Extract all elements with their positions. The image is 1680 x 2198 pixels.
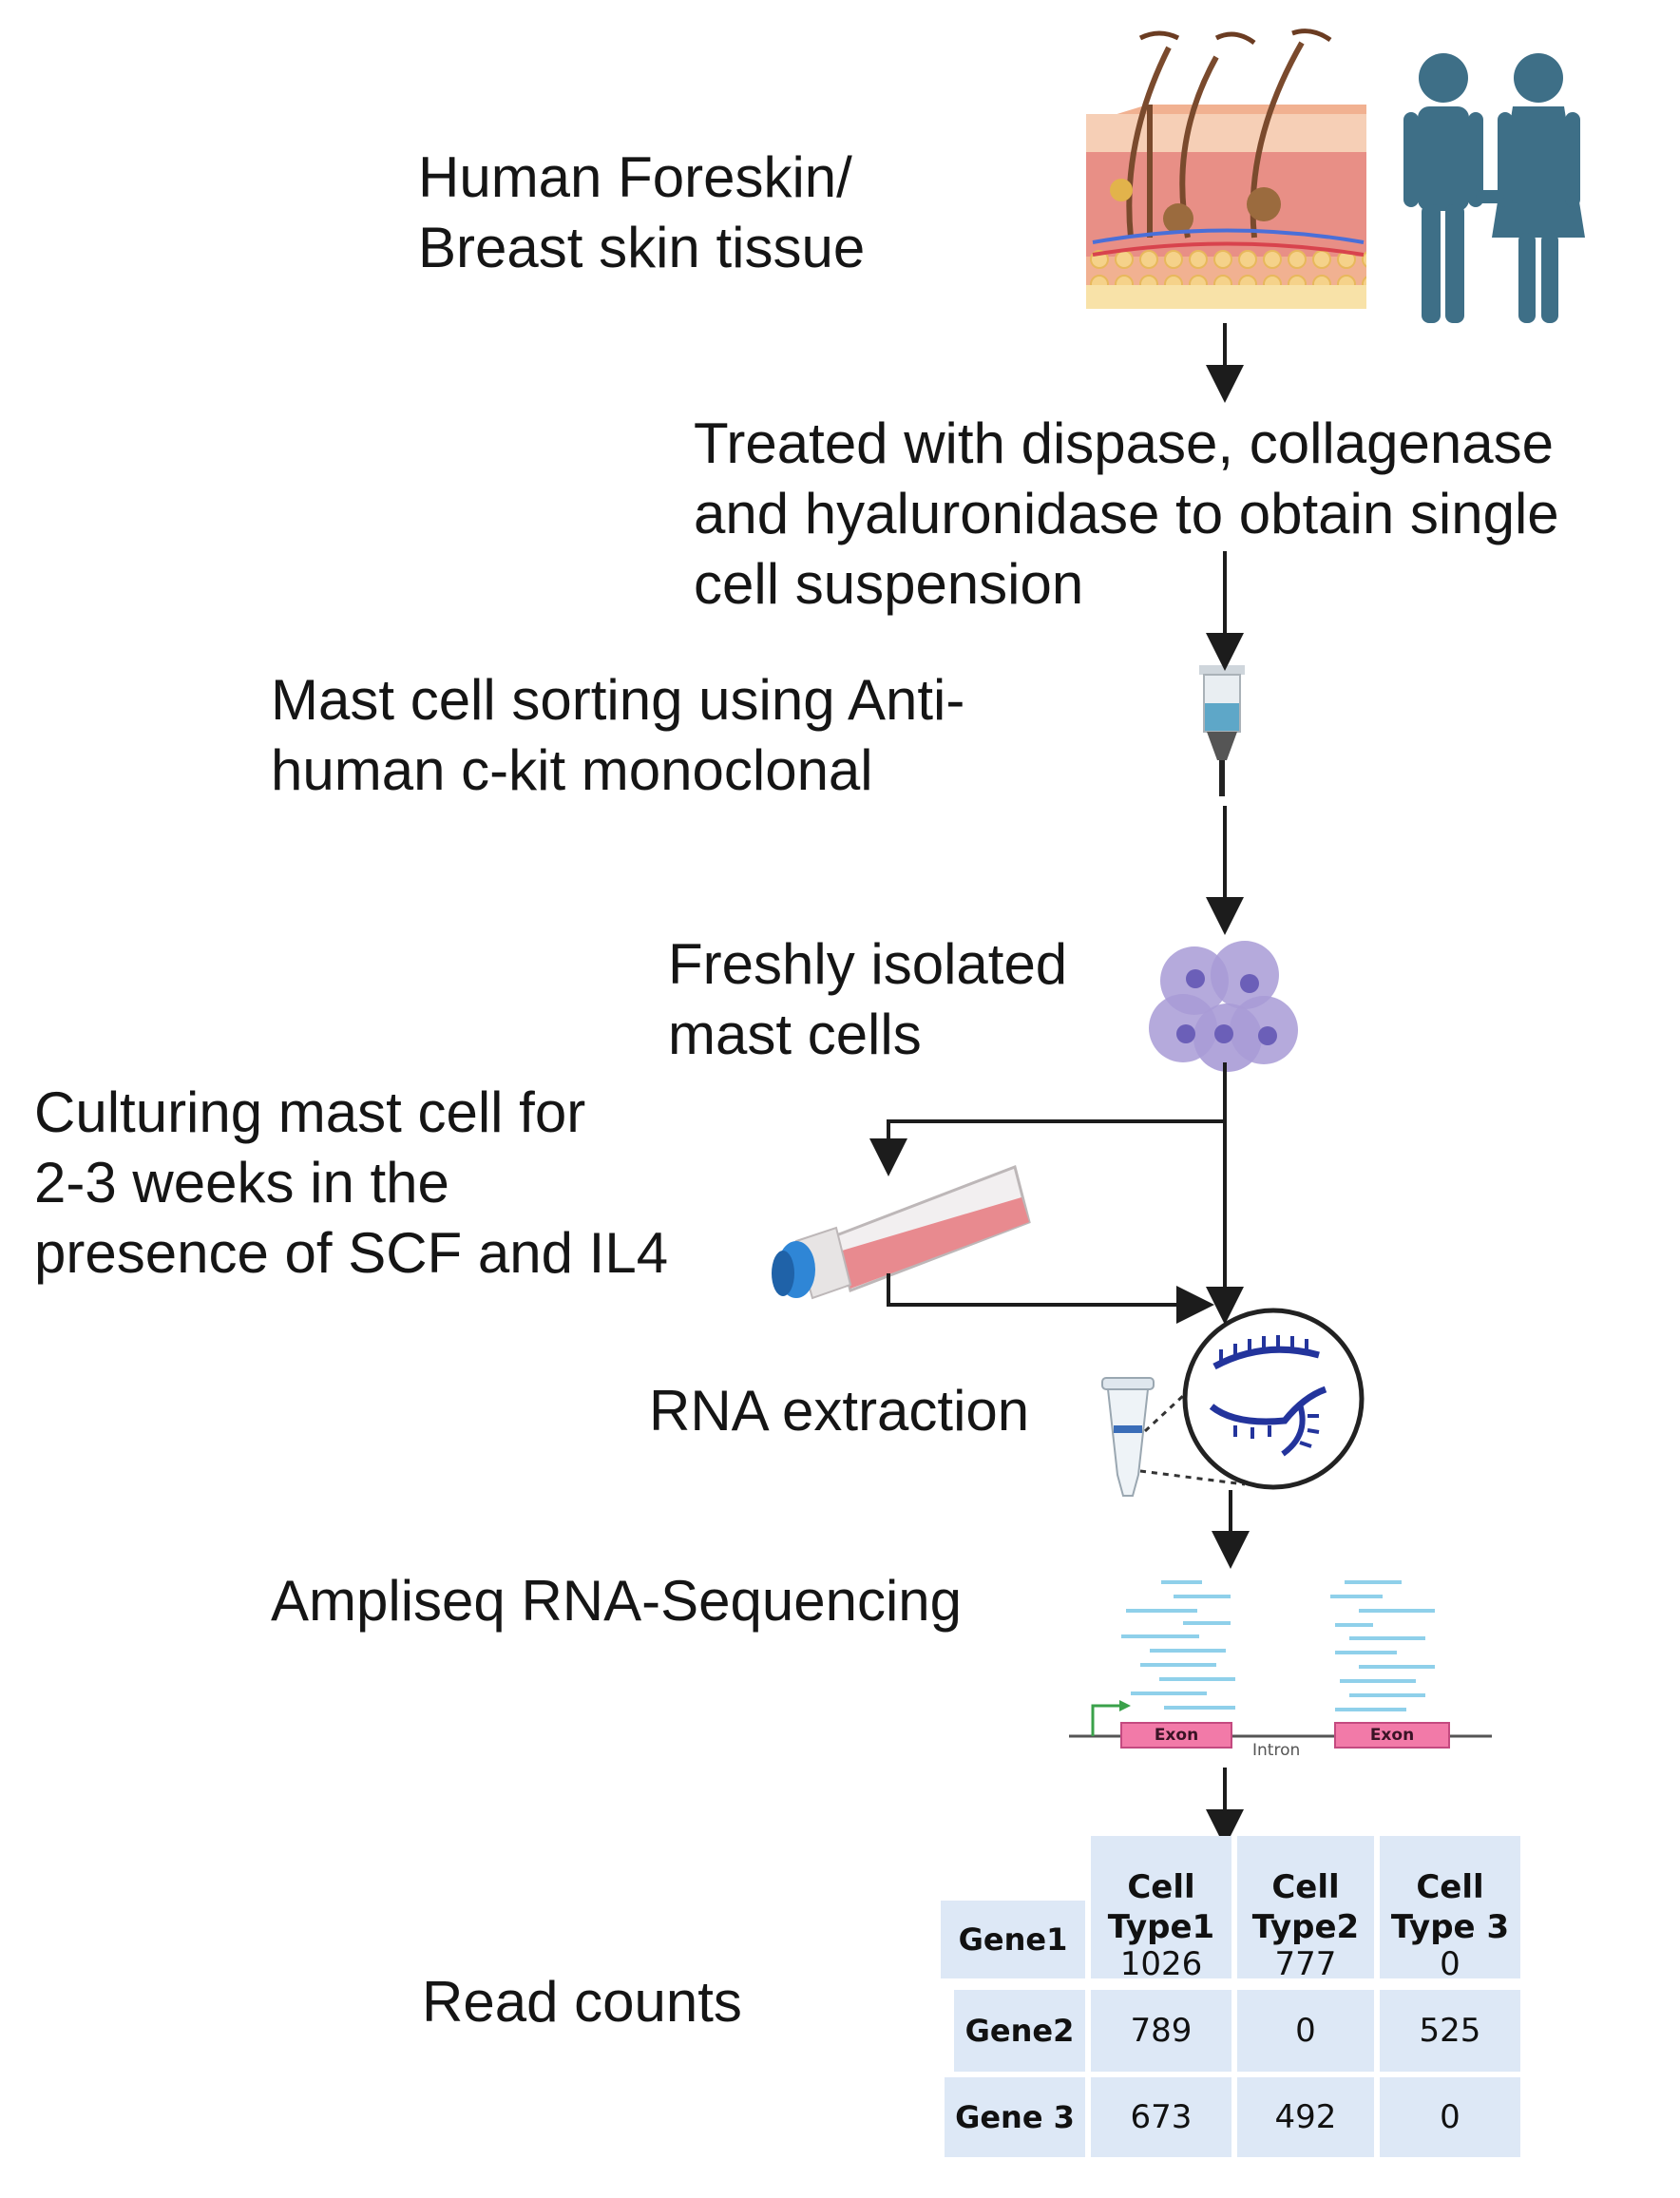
cell-gene1-type1: 1026 bbox=[1119, 1945, 1203, 1983]
step-tissue-label: Human Foreskin/ Breast skin tissue bbox=[418, 145, 866, 279]
cell-gene2-type1: 789 bbox=[1091, 1990, 1231, 2072]
step-culture-label: Culturing mast cell for 2-3 weeks in the… bbox=[34, 1080, 669, 1285]
cell-gene2-type2: 0 bbox=[1237, 1990, 1374, 2072]
header-cell-type1: Cell Type1 bbox=[1091, 1836, 1231, 1978]
row-gene1-label: Gene1 bbox=[941, 1901, 1085, 1978]
intron-label: Intron bbox=[1252, 1741, 1301, 1760]
cell-gene1-type2: 777 bbox=[1274, 1945, 1337, 1983]
rna-icon bbox=[1139, 1308, 1365, 1490]
exon-2-label: Exon bbox=[1369, 1726, 1415, 1745]
flow-arrows bbox=[869, 323, 1250, 1847]
culture-flask-icon bbox=[772, 1164, 1031, 1300]
step-rna-label: RNA extraction bbox=[649, 1379, 1030, 1443]
step-sorting-label: Mast cell sorting using Anti- human c-ki… bbox=[271, 668, 965, 802]
step-digest-label: Treated with dispase, collagenase and hy… bbox=[694, 411, 1559, 616]
row-gene2-label: Gene2 bbox=[954, 1990, 1085, 2072]
sequencing-reads bbox=[1121, 1580, 1435, 1711]
tube-icon bbox=[1101, 1377, 1155, 1497]
syringe-icon bbox=[1199, 665, 1245, 796]
step-seq-label: Ampliseq RNA-Sequencing bbox=[271, 1569, 963, 1633]
step-fresh-label: Freshly isolated mast cells bbox=[668, 932, 1068, 1066]
gene-structure bbox=[1069, 1700, 1492, 1749]
skin-tissue-icon bbox=[1086, 29, 1366, 309]
cell-gene3-type3: 0 bbox=[1380, 2077, 1520, 2157]
exon-1-label: Exon bbox=[1154, 1726, 1199, 1745]
header-cell-type3: Cell Type 3 bbox=[1380, 1836, 1520, 1978]
mast-cells-icon bbox=[1149, 941, 1298, 1072]
cell-gene1-type3: 0 bbox=[1440, 1945, 1460, 1983]
step-counts-label: Read counts bbox=[422, 1970, 742, 2034]
people-icon bbox=[1403, 53, 1585, 323]
row-gene3-label: Gene 3 bbox=[945, 2077, 1085, 2157]
exon-2 bbox=[1334, 1722, 1450, 1749]
exon-1 bbox=[1120, 1722, 1232, 1749]
cell-gene2-type3: 525 bbox=[1380, 1990, 1520, 2072]
cell-gene3-type2: 492 bbox=[1237, 2077, 1374, 2157]
header-cell-type2: Cell Type2 bbox=[1237, 1836, 1374, 1978]
cell-gene3-type1: 673 bbox=[1091, 2077, 1231, 2157]
